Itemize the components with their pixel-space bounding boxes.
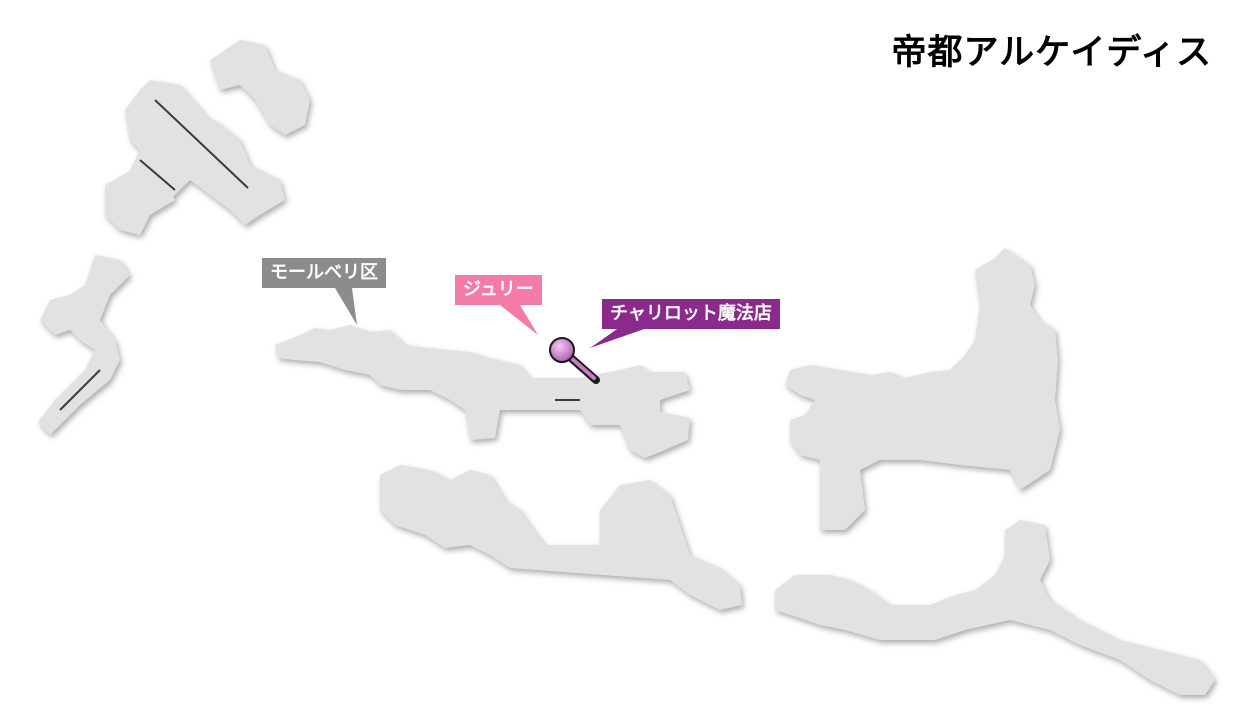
shop-label-pointer: [590, 327, 650, 348]
palace-corridor-line-2: [139, 159, 176, 191]
pin-marker-icon[interactable]: [549, 337, 600, 384]
map-area-west-walkway: [38, 255, 130, 435]
map-area-mulberry: [275, 325, 690, 458]
npc-label-pointer: [500, 305, 538, 335]
district-label-mulberry[interactable]: モールベリ区: [262, 258, 386, 288]
palace-corridor-line-3: [59, 369, 101, 411]
shop-label-chariot-magic[interactable]: チャリロット魔法店: [602, 299, 780, 329]
map-area-south-middle: [380, 465, 742, 610]
district-label-pointer: [335, 288, 357, 325]
map-area-south-east: [775, 520, 1215, 695]
map-title: 帝都アルケイディス: [891, 33, 1212, 73]
npc-label-julie[interactable]: ジュリー: [455, 275, 542, 305]
palace-corridor-line: [154, 99, 249, 189]
map-area-palace: [105, 40, 310, 235]
map-area-east: [785, 248, 1060, 530]
